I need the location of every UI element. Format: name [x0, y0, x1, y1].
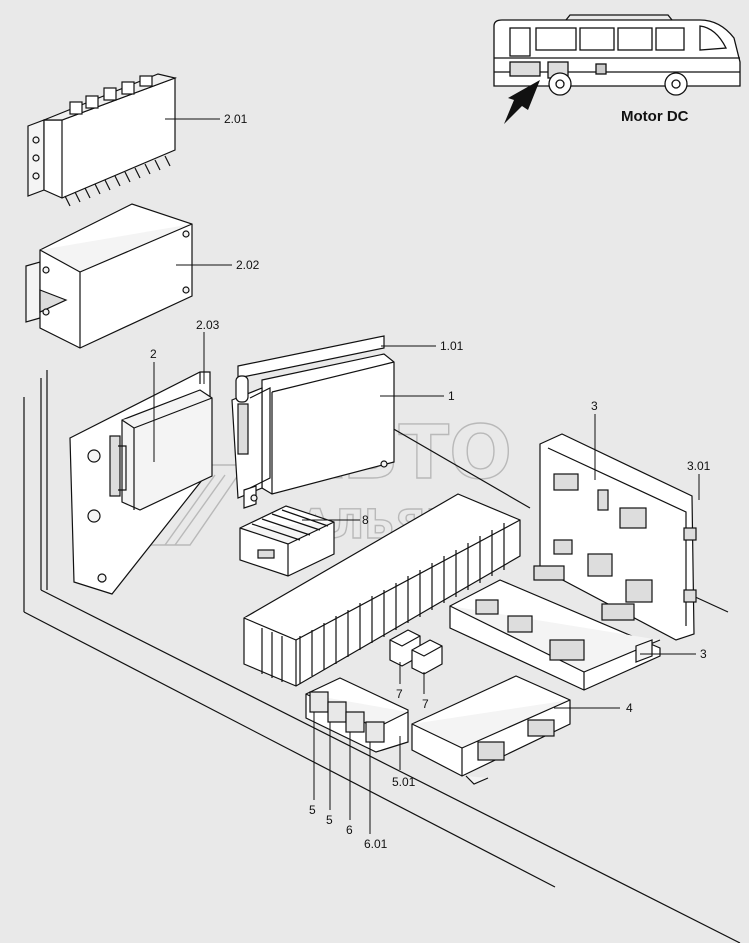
part-2-01 [27, 73, 178, 207]
part-3-tray [449, 565, 661, 691]
callout-2-01: 2.01 [224, 112, 248, 126]
callout-3-01: 3.01 [687, 459, 711, 473]
cabinet-frame [23, 370, 741, 943]
bus-icon [493, 14, 741, 96]
callout-3-bottom: 3 [700, 647, 707, 661]
callout-5-01: 5.01 [392, 775, 416, 789]
callout-1-01: 1.01 [440, 339, 464, 353]
part-8 [239, 505, 335, 577]
callout-6-01: 6.01 [364, 837, 388, 851]
callout-6: 6 [346, 823, 353, 837]
callout-2: 2 [150, 347, 157, 361]
part-3-board [539, 433, 697, 641]
location-arrow-icon [504, 80, 540, 124]
cable-duct [243, 493, 521, 687]
inset-title: Motor DC [621, 108, 689, 125]
callout-3-top: 3 [591, 399, 598, 413]
callout-labels: 2.01 2.02 2.03 2 1.01 1 3 3.01 8 3 7 7 4… [150, 112, 711, 851]
callout-2-03: 2.03 [196, 318, 220, 332]
callout-7-left: 7 [396, 687, 403, 701]
part-5-relays [305, 677, 409, 753]
callout-2-02: 2.02 [236, 258, 260, 272]
callout-1: 1 [448, 389, 455, 403]
part-1 [231, 335, 395, 509]
part-4 [411, 675, 571, 785]
callout-8: 8 [362, 513, 369, 527]
callout-7-right: 7 [422, 697, 429, 711]
part-2-02 [25, 203, 193, 349]
callout-5-a: 5 [309, 803, 316, 817]
callout-4: 4 [626, 701, 633, 715]
callout-5-b: 5 [326, 813, 333, 827]
part-2 [69, 371, 213, 595]
part-7 [389, 629, 443, 675]
leader-lines [153, 118, 700, 834]
